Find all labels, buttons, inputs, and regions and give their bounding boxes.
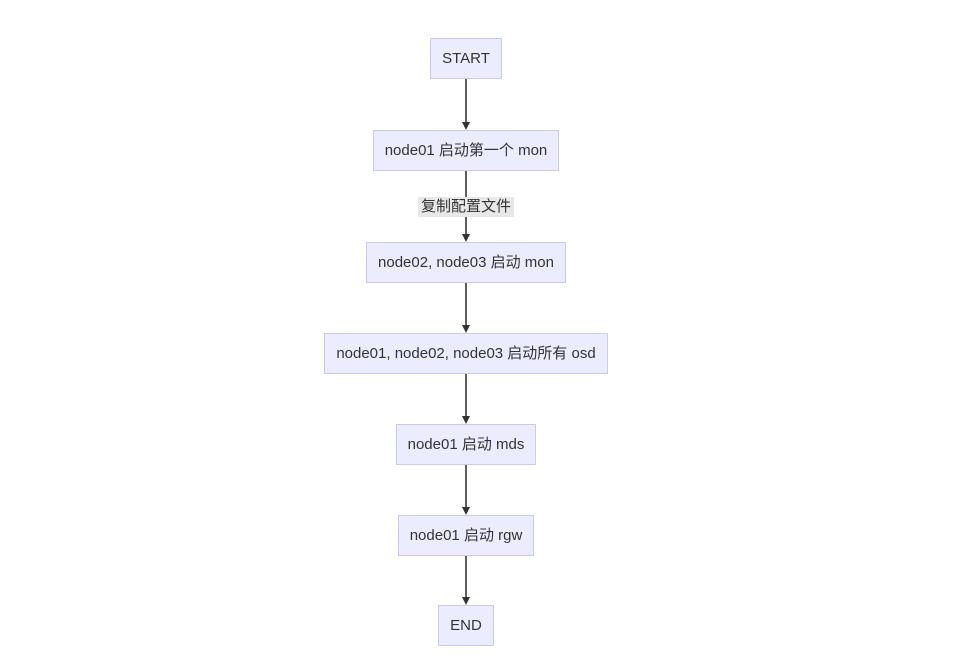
flowchart: START node01 启动第一个 mon 复制配置文件 node02, no…	[0, 38, 932, 646]
edge-label: 复制配置文件	[417, 196, 515, 217]
arrowhead-down-icon	[462, 122, 470, 130]
flow-node-osd-all: node01, node02, node03 启动所有 osd	[324, 333, 608, 374]
arrowhead-down-icon	[462, 507, 470, 515]
arrowhead-down-icon	[462, 597, 470, 605]
edge-osd-all-to-mds	[0, 374, 932, 424]
edge-line	[465, 283, 467, 326]
edge-mon-first-to-mon-others: 复制配置文件	[0, 171, 932, 242]
arrowhead-down-icon	[462, 325, 470, 333]
flow-node-rgw: node01 启动 rgw	[397, 515, 535, 556]
arrowhead-down-icon	[462, 234, 470, 242]
edge-line	[465, 374, 467, 417]
arrowhead-down-icon	[462, 416, 470, 424]
flow-node-mon-others: node02, node03 启动 mon	[366, 242, 566, 283]
flow-node-end: END	[438, 605, 494, 646]
edge-start-to-mon-first	[0, 79, 932, 130]
edge-line	[465, 556, 467, 598]
edge-mds-to-rgw	[0, 465, 932, 515]
flow-node-mon-first: node01 启动第一个 mon	[372, 130, 560, 171]
flow-node-mds: node01 启动 mds	[395, 424, 537, 465]
edge-line	[465, 79, 467, 123]
edge-rgw-to-end	[0, 556, 932, 605]
edge-line	[465, 465, 467, 508]
flow-node-start: START	[430, 38, 502, 79]
edge-mon-others-to-osd-all	[0, 283, 932, 333]
